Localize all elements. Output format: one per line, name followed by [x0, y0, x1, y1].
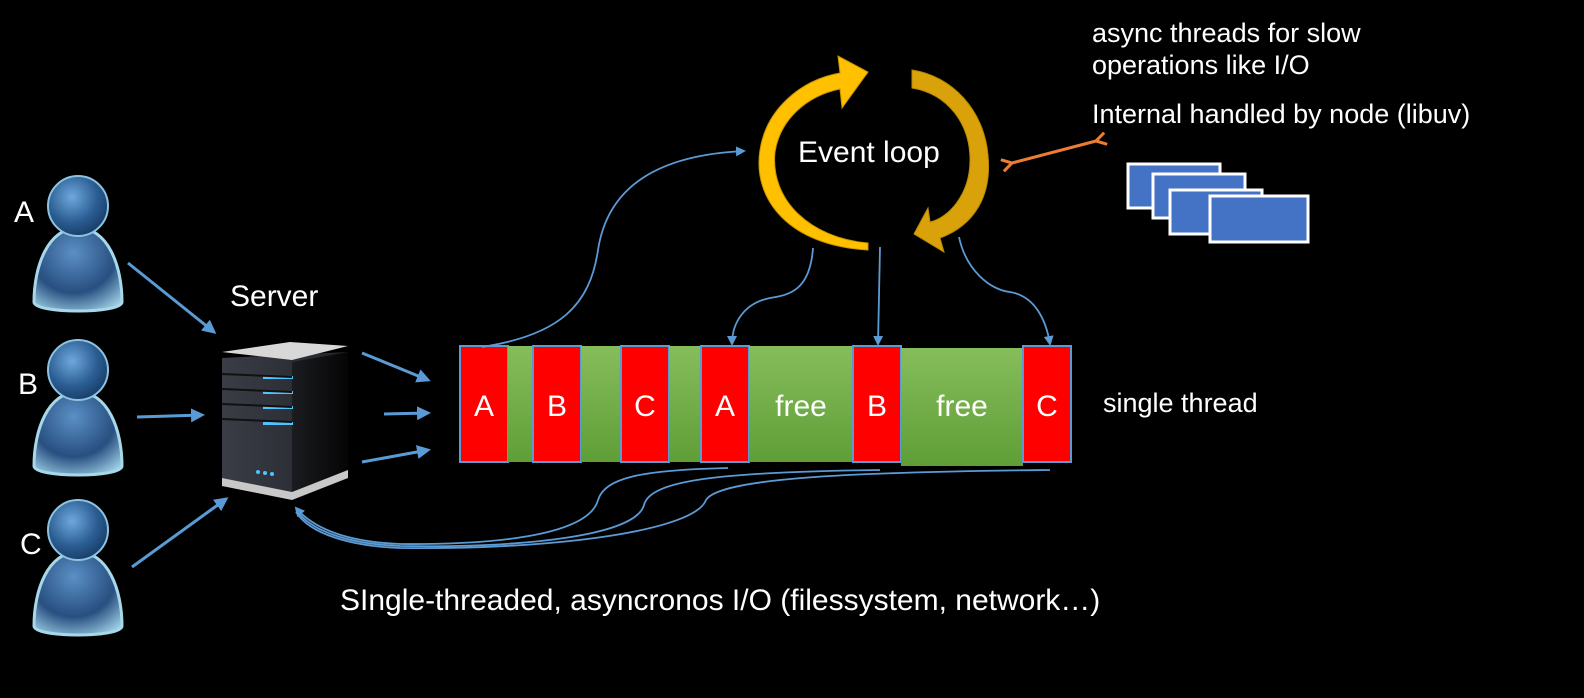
client-label-c: C	[20, 528, 42, 561]
timeline-segment-label: C	[634, 390, 656, 423]
arrow-return-b-to-server	[295, 469, 881, 548]
arrow-return-c-to-server	[295, 469, 1051, 550]
event-loop-cycle-icon	[758, 55, 990, 254]
client-label-b: B	[18, 368, 39, 401]
arrow-client-a-to-server	[127, 261, 217, 334]
timeline-segment-label: B	[867, 390, 887, 423]
arrow-client-c-to-server	[131, 497, 229, 569]
diagram-caption: SIngle-threaded, asyncronos I/O (filessy…	[340, 584, 1101, 617]
timeline-segment-task	[620, 345, 670, 463]
timeline-segment-label: B	[547, 390, 567, 423]
user-icon-c	[32, 499, 124, 637]
arrow-server-to-timeline-3	[361, 445, 431, 464]
event-loop-label: Event loop	[798, 136, 940, 169]
timeline-segment-label: A	[715, 390, 735, 423]
timeline-segment-idle	[669, 346, 701, 462]
arrow-event-loop-to-task-b	[873, 246, 884, 346]
async-note-line-2: operations like I/O	[1092, 50, 1310, 80]
arrow-event-loop-thread-pool	[1012, 141, 1096, 163]
arrow-event-loop-to-task-a	[727, 247, 814, 346]
server-icon	[221, 342, 348, 500]
timeline-segment-label: A	[474, 390, 494, 423]
timeline-segment-idle	[508, 346, 533, 462]
timeline-segment-idle	[581, 346, 621, 462]
arrow-event-loop-to-task-c	[958, 236, 1054, 346]
user-icon-a	[32, 175, 124, 313]
timeline-segment-task	[700, 345, 750, 463]
user-icon-b	[32, 339, 124, 477]
timeline-segment-task	[852, 345, 902, 463]
timeline-segment-label: free	[775, 390, 827, 423]
client-label-a: A	[14, 196, 35, 229]
thread-pool-icon	[1126, 162, 1310, 244]
arrow-timeline-to-event-loop	[481, 146, 746, 348]
single-thread-label: single thread	[1103, 388, 1258, 418]
server-label: Server	[230, 280, 319, 313]
async-note-line-3: Internal handled by node (libuv)	[1092, 99, 1471, 129]
timeline-segment-free	[901, 348, 1023, 466]
timeline-segment-label: free	[936, 390, 988, 423]
timeline-segment-label: C	[1036, 390, 1058, 423]
arrow-server-to-timeline-1	[361, 351, 431, 383]
async-note-line-1: async threads for slow	[1092, 18, 1361, 48]
timeline-segment-free	[749, 346, 853, 462]
arrow-return-a-to-server	[294, 467, 729, 545]
timeline-segment-task	[1022, 345, 1072, 463]
arrow-server-to-timeline-2	[383, 406, 431, 421]
arrow-client-b-to-server	[136, 408, 205, 423]
